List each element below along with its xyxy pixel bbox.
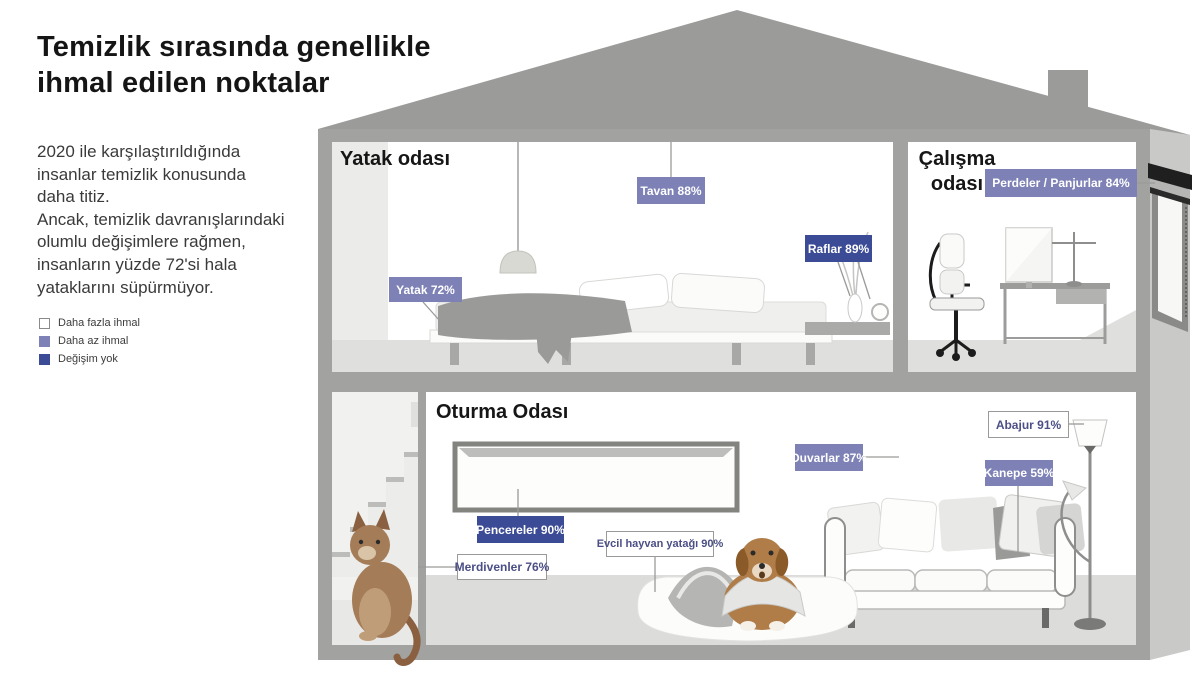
- callout-merdivenler: Merdivenler 76%: [455, 554, 549, 580]
- desk: [1000, 283, 1110, 344]
- study-room: [908, 142, 1192, 372]
- legend-swatch-less-neglect: [39, 335, 50, 347]
- legend-label: Daha fazla ihmal: [58, 317, 140, 329]
- callout-pencereler: Pencereler 90%: [476, 516, 565, 543]
- alarm-clock: [871, 303, 889, 321]
- callout-evcil-hayvan-yatagi: Evcil hayvan yatağı 90%: [597, 531, 723, 557]
- legend: Daha fazla ihmal Daha az ihmal Değişim y…: [39, 317, 140, 371]
- room-title-study: Çalışma odası: [918, 148, 996, 195]
- callout-raflar: Raflar 89%: [805, 235, 872, 262]
- callout-kanepe: Kanepe 59%: [984, 460, 1054, 486]
- blanket: [438, 293, 632, 340]
- pillow: [671, 272, 765, 314]
- house-cutaway-illustration: [318, 10, 1192, 666]
- computer-monitor: [1005, 227, 1053, 288]
- pendant-lamp: [499, 142, 537, 274]
- callout-perdeler-panjurlar: Perdeler / Panjurlar 84%: [985, 169, 1137, 197]
- window-blinds: [1148, 163, 1192, 332]
- callout-duvarlar: Duvarlar 87%: [791, 444, 867, 471]
- dog: [721, 538, 806, 631]
- intro-text: 2020 ile karşılaştırıldığında insanlar t…: [37, 142, 285, 297]
- callout-abajur: Abajur 91%: [988, 411, 1069, 438]
- bedroom: [332, 142, 893, 372]
- callout-tavan: Tavan 88%: [637, 177, 705, 204]
- page-title: Temizlik sırasında genellikle ihmal edil…: [37, 31, 431, 99]
- vase: [847, 293, 863, 323]
- legend-item-more-neglect: Daha fazla ihmal: [39, 317, 140, 329]
- legend-swatch-no-change: [39, 353, 50, 365]
- pet-blanket: [668, 566, 740, 628]
- legend-item-less-neglect: Daha az ihmal: [39, 335, 140, 347]
- legend-label: Daha az ihmal: [58, 335, 129, 347]
- cat: [350, 509, 421, 666]
- blanket-fringe: [536, 330, 572, 364]
- legend-label: Değişim yok: [58, 353, 118, 365]
- room-title-bedroom: Yatak odası: [340, 148, 451, 170]
- floor-lamp: [1060, 419, 1108, 630]
- room-title-living: Oturma Odası: [436, 401, 569, 423]
- bed: [429, 272, 833, 365]
- cat-tail: [392, 604, 421, 666]
- living-room-window: [452, 441, 740, 513]
- sofa-pillow: [938, 496, 1000, 552]
- sofa-pillow: [877, 497, 938, 553]
- callout-yatak: Yatak 72%: [389, 277, 462, 302]
- roof: [318, 10, 1190, 135]
- legend-item-no-change: Değişim yok: [39, 353, 140, 365]
- office-chair: [928, 233, 985, 361]
- callout-leader-lines: [418, 142, 1155, 592]
- desk-lamp: [1052, 232, 1096, 287]
- sofa-arm: [1054, 517, 1076, 597]
- legend-swatch-more-neglect: [39, 317, 50, 329]
- shelf: [805, 231, 890, 335]
